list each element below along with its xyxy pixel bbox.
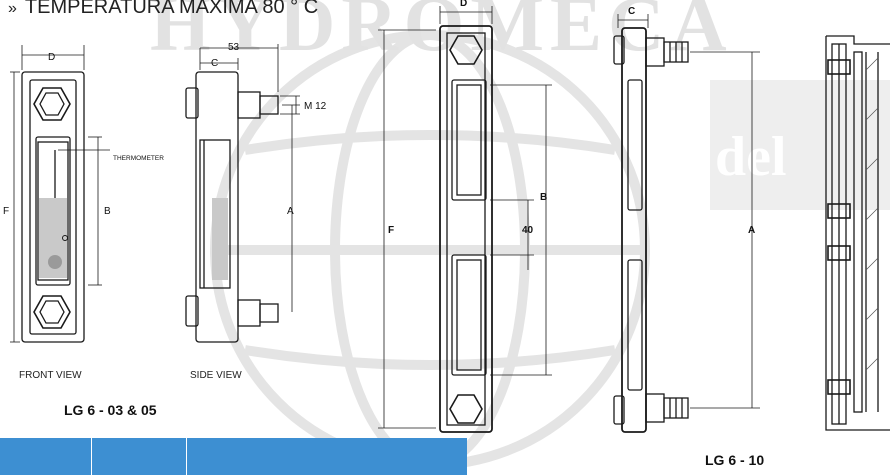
dim-c-side: C <box>211 58 218 69</box>
thermometer-label: THERMOMETER <box>113 155 164 162</box>
bar-divider <box>91 438 92 475</box>
lg610-section-drawing <box>825 35 890 431</box>
dim-b-front: B <box>104 206 111 217</box>
front-view-label: FRONT VIEW <box>19 370 82 381</box>
bar-divider <box>186 438 187 475</box>
side-view-label: SIDE VIEW <box>190 370 242 381</box>
dim-53: 53 <box>228 42 240 53</box>
dim-f-lg610: F <box>388 225 394 236</box>
bullet-icon: » <box>8 0 17 17</box>
front-view-drawing <box>21 71 110 343</box>
dim-thread: M 12 <box>304 101 327 112</box>
table-header-bar <box>0 438 467 475</box>
header-note: » TEMPERATURA MAXIMA 80 ° C <box>8 0 318 19</box>
lg610-side-drawing <box>613 27 689 433</box>
side-view-drawing <box>185 71 279 343</box>
dim-f-front: F <box>3 206 9 217</box>
lg610-front-drawing <box>439 25 493 433</box>
model-lg6-10: LG 6 - 10 <box>705 452 765 468</box>
dim-40-lg610: 40 <box>522 225 534 236</box>
header-text: TEMPERATURA MAXIMA 80 ° C <box>24 0 319 18</box>
dim-b-lg610: B <box>540 192 547 203</box>
dim-a-lg610: A <box>748 225 755 236</box>
dim-d-front: D <box>48 52 55 63</box>
dim-c-lg610: C <box>628 6 635 17</box>
model-lg6-03-05: LG 6 - 03 & 05 <box>64 402 157 418</box>
dim-a-side: A <box>287 206 294 217</box>
dim-d-lg610: D <box>460 0 467 9</box>
